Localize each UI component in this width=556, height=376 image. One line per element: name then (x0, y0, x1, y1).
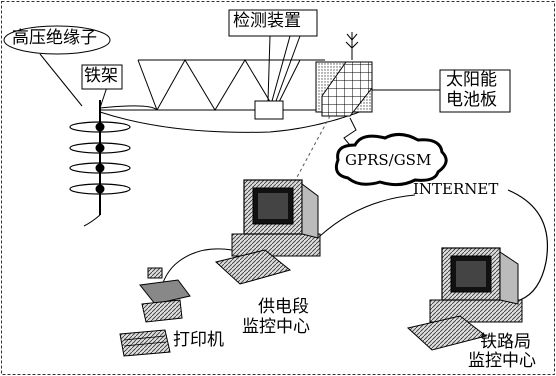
railway-bureau-label-line2: 监控中心 (468, 351, 536, 371)
printer-icon (139, 267, 191, 323)
railway-bureau-label-line1: 铁路局 (480, 332, 531, 352)
detection-device-box (254, 100, 284, 120)
detector-label: 检测装置 (233, 11, 301, 31)
power-section-label-line1: 供电段 (258, 297, 309, 317)
railway-bureau-computer-icon (406, 247, 523, 351)
iron-frame-label: 铁架 (84, 66, 118, 86)
paper-stack-icon (119, 329, 171, 357)
solar-label-line2: 电池板 (446, 90, 497, 110)
insulator-leader (39, 53, 83, 107)
internet-link-1 (319, 194, 416, 237)
insulator-label: 高压绝缘子 (12, 28, 97, 48)
power-section-label-line2: 监控中心 (242, 317, 310, 337)
insulator-stack (69, 100, 131, 227)
solar-panel-icon (315, 61, 373, 117)
detector-leader (267, 35, 271, 102)
internet-label: INTERNET (413, 180, 499, 198)
printer-cable (159, 248, 233, 293)
solar-label-box (439, 69, 511, 113)
antenna-icon (345, 32, 359, 60)
solar-label-line1: 太阳能 (446, 70, 497, 90)
internet-link-2 (507, 189, 548, 301)
gprs-label: GPRS/GSM (345, 151, 432, 169)
power-section-computer-icon (214, 179, 321, 285)
insulator-label-ellipse (3, 25, 111, 55)
gprs-cloud (334, 133, 448, 187)
detector-label-box (228, 9, 318, 37)
iron-frame-label-box (81, 64, 123, 90)
printer-label: 打印机 (173, 330, 224, 350)
